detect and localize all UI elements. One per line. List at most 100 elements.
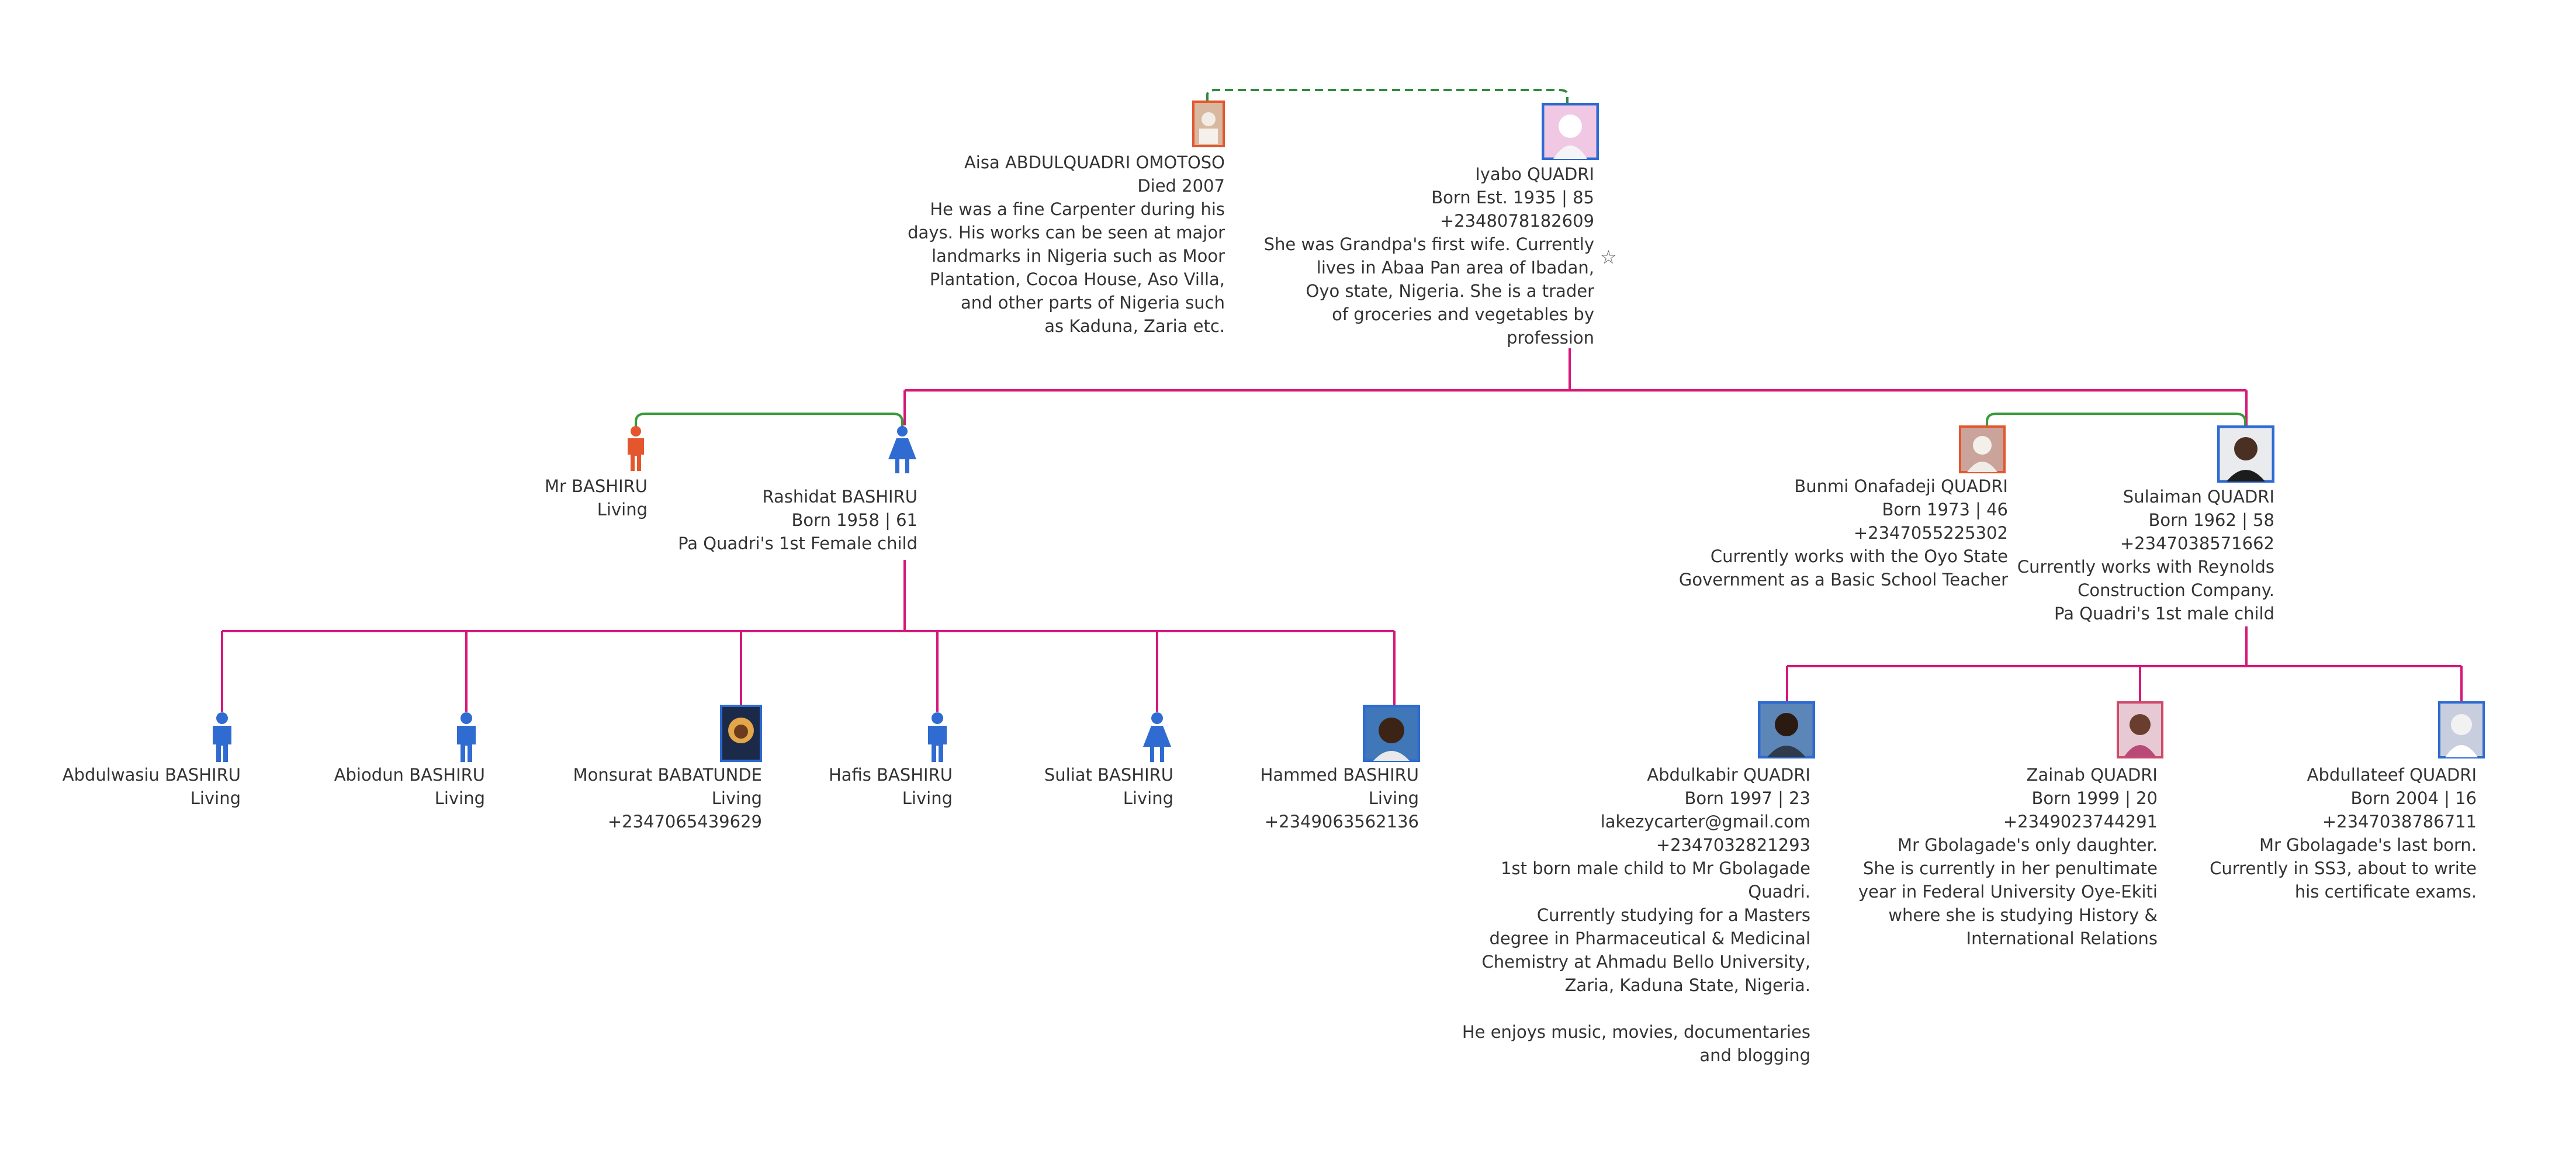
person-bio-line: as Kaduna, Zaria etc. — [1044, 316, 1225, 336]
spouse-line-aisa-iyabo — [1206, 89, 1569, 103]
person-bio-spacer — [1462, 997, 1810, 1020]
person-bio-line: and blogging — [1699, 1045, 1810, 1065]
person-iyabo[interactable]: Iyabo QUADRI Born Est. 1935 | 85 +234807… — [1264, 162, 1594, 349]
person-bio-line: Oyo state, Nigeria. She is a trader — [1306, 281, 1595, 301]
person-name: Hammed BASHIRU — [1260, 765, 1419, 785]
person-bio-line: his certificate exams. — [2294, 882, 2477, 902]
hafis-male-icon — [928, 712, 947, 762]
descent-line-generation-1 — [903, 348, 2248, 425]
person-abdullateef[interactable]: Abdullateef QUADRI Born 2004 | 16 +23470… — [2210, 763, 2477, 903]
person-bio-line: She was Grandpa's first wife. Currently — [1263, 234, 1594, 254]
person-bio-line: lives in Abaa Pan area of Ibadan, — [1316, 258, 1594, 278]
person-hammed[interactable]: Hammed BASHIRU Living +2349063562136 — [1261, 763, 1419, 833]
person-dates: Living — [711, 788, 762, 808]
person-bio-line: landmarks in Nigeria such as Moor — [932, 246, 1225, 266]
person-dates: Born 2004 | 16 — [2350, 788, 2477, 808]
monsurat-photo — [720, 705, 762, 762]
star-icon[interactable]: ☆ — [1600, 246, 1617, 268]
descent-line-rashidat-children — [221, 560, 1396, 712]
person-mr-bashiru[interactable]: Mr BASHIRU Living — [545, 474, 648, 521]
person-bio-line: He enjoys music, movies, documentaries — [1462, 1022, 1810, 1042]
suliat-female-icon — [1143, 712, 1171, 762]
person-dates: Born 1997 | 23 — [1684, 788, 1810, 808]
person-bio-line: Currently in SS3, about to write — [2210, 858, 2477, 878]
person-bio-line: 1st born male child to Mr Gbolagade — [1501, 858, 1810, 878]
person-bio-line: Quadri. — [1748, 882, 1810, 902]
person-abdulkabir[interactable]: Abdulkabir QUADRI Born 1997 | 23 lakezyc… — [1462, 763, 1810, 1067]
person-dates: Living — [597, 500, 648, 519]
person-phone: +2347055225302 — [1853, 523, 2008, 543]
person-bio-line: Mr Gbolagade's only daughter. — [1898, 835, 2158, 855]
person-email[interactable]: lakezycarter@gmail.com — [1600, 812, 1810, 832]
person-phone: +2347032821293 — [1656, 835, 1810, 855]
abdulwasiu-male-icon — [213, 712, 231, 762]
aisa-photo — [1192, 101, 1225, 147]
person-name: Rashidat BASHIRU — [762, 487, 917, 507]
person-bio-line: and other parts of Nigeria such — [960, 293, 1225, 313]
person-monsurat[interactable]: Monsurat BABATUNDE Living +2347065439629 — [573, 763, 762, 833]
person-name: Aisa ABDULQUADRI OMOTOSO — [964, 153, 1225, 172]
person-bio-line: Chemistry at Ahmadu Bello University, — [1481, 952, 1810, 972]
hammed-photo — [1363, 705, 1420, 762]
person-bio-line: days. His works can be seen at major — [908, 223, 1225, 243]
person-phone: +2347065439629 — [607, 812, 762, 832]
person-bio-line: Pa Quadri's 1st male child — [2054, 604, 2274, 624]
person-abiodun[interactable]: Abiodun BASHIRU Living — [334, 763, 485, 810]
person-dates: Born 1973 | 46 — [1882, 500, 2008, 519]
person-dates: Born 1958 | 61 — [791, 510, 917, 530]
person-dates: Living — [190, 788, 241, 808]
person-hafis[interactable]: Hafis BASHIRU Living — [829, 763, 953, 810]
person-bio-line: She is currently in her penultimate — [1862, 858, 2158, 878]
person-bio-line: Pa Quadri's 1st Female child — [678, 534, 917, 553]
person-name: Abdulkabir QUADRI — [1647, 765, 1810, 785]
person-bio-line: Currently works with Reynolds — [2017, 557, 2274, 577]
person-name: Mr BASHIRU — [544, 476, 648, 496]
person-sulaiman[interactable]: Sulaiman QUADRI Born 1962 | 58 +23470385… — [2017, 485, 2274, 625]
person-name: Monsurat BABATUNDE — [573, 765, 762, 785]
person-bio-line: Government as a Basic School Teacher — [1678, 570, 2008, 590]
person-dates: Born Est. 1935 | 85 — [1431, 188, 1594, 207]
person-suliat[interactable]: Suliat BASHIRU Living — [1044, 763, 1173, 810]
person-bio-line: of groceries and vegetables by — [1332, 304, 1594, 324]
person-bunmi[interactable]: Bunmi Onafadeji QUADRI Born 1973 | 46 +2… — [1679, 474, 2008, 591]
person-dates: Died 2007 — [1137, 176, 1225, 196]
spouse-line-bunmi-sulaiman — [1986, 413, 2246, 431]
bunmi-photo — [1959, 425, 2006, 473]
person-name: Bunmi Onafadeji QUADRI — [1794, 476, 2008, 496]
person-bio-line: He was a fine Carpenter during his — [930, 199, 1225, 219]
person-bio-line: degree in Pharmaceutical & Medicinal — [1489, 929, 1810, 948]
person-bio-line: where she is studying History & — [1888, 905, 2158, 925]
abiodun-male-icon — [457, 712, 476, 762]
person-name: Zainab QUADRI — [2026, 765, 2158, 785]
person-name: Abiodun BASHIRU — [334, 765, 485, 785]
person-phone: +2347038571662 — [2120, 534, 2274, 553]
person-bio-line: Plantation, Cocoa House, Aso Villa, — [929, 269, 1225, 289]
person-bio-line: profession — [1507, 328, 1594, 348]
person-name: Abdulwasiu BASHIRU — [62, 765, 241, 785]
person-dates: Born 1962 | 58 — [2148, 510, 2274, 530]
person-bio-line: Currently studying for a Masters — [1536, 905, 1810, 925]
person-dates: Living — [1123, 788, 1173, 808]
person-dates: Born 1999 | 20 — [2031, 788, 2158, 808]
person-name: Suliat BASHIRU — [1044, 765, 1173, 785]
rashidat-female-icon — [888, 426, 916, 473]
zainab-photo — [2117, 701, 2163, 758]
person-bio-line: year in Federal University Oye-Ekiti — [1858, 882, 2158, 902]
person-name: Sulaiman QUADRI — [2123, 487, 2274, 507]
person-rashidat[interactable]: Rashidat BASHIRU Born 1958 | 61 Pa Quadr… — [678, 485, 917, 555]
person-name: Abdullateef QUADRI — [2307, 765, 2477, 785]
person-bio-line: International Relations — [1966, 929, 2158, 948]
person-abdulwasiu[interactable]: Abdulwasiu BASHIRU Living — [63, 763, 241, 810]
person-bio-line: Construction Company. — [2078, 580, 2274, 600]
person-phone: +2348078182609 — [1439, 211, 1594, 231]
person-dates: Living — [1368, 788, 1419, 808]
person-name: Hafis BASHIRU — [828, 765, 953, 785]
abdulkabir-photo — [1758, 701, 1815, 758]
person-dates: Living — [434, 788, 485, 808]
person-bio-line: Zaria, Kaduna State, Nigeria. — [1564, 975, 1810, 995]
person-phone: +2349023744291 — [2003, 812, 2158, 832]
person-aisa[interactable]: Aisa ABDULQUADRI OMOTOSO Died 2007 He wa… — [908, 151, 1225, 338]
person-dates: Living — [902, 788, 953, 808]
person-zainab[interactable]: Zainab QUADRI Born 1999 | 20 +2349023744… — [1858, 763, 2158, 950]
